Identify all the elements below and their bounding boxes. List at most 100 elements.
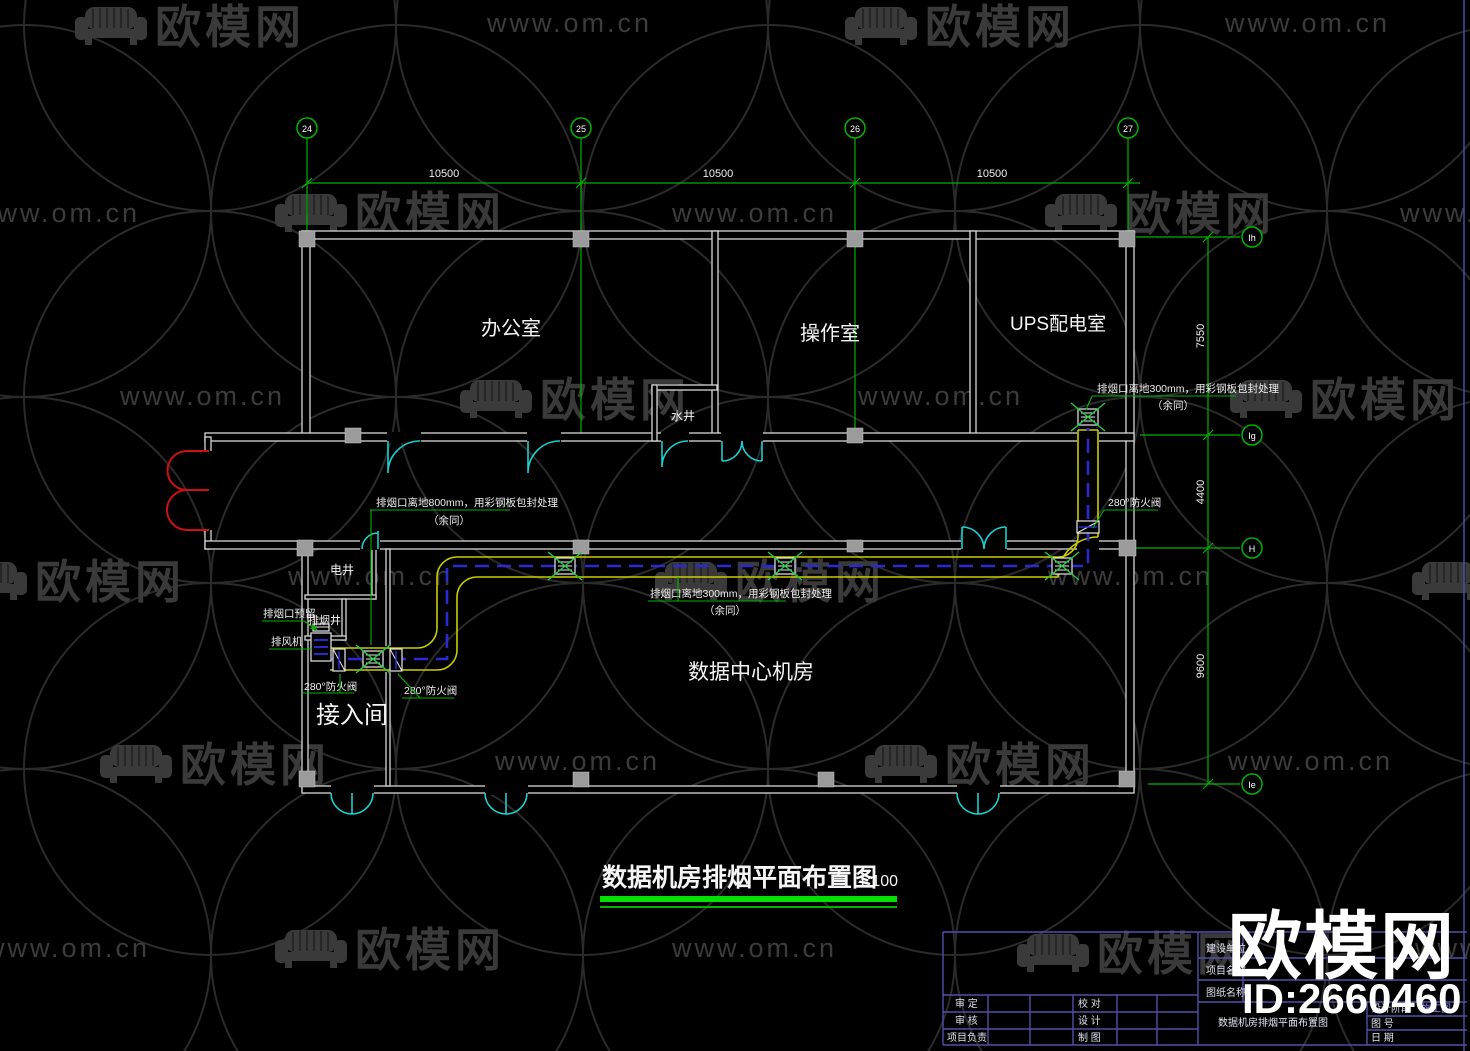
axis-bubble-25 (570, 117, 592, 139)
smoke-exhaust-duct (310, 402, 1106, 674)
axis-bubble-ih (1241, 226, 1263, 248)
svg-text:（余同）: （余同） (1152, 399, 1194, 412)
tb-date: 日 期 (1371, 1032, 1394, 1044)
title-underline-thin (600, 906, 897, 908)
fire-damper (389, 648, 403, 672)
tb-check: 审 核 (955, 1014, 978, 1027)
dim-text: 10500 (703, 168, 734, 180)
tb-draft: 制 图 (1078, 1031, 1101, 1044)
axis-bubble-26 (844, 117, 866, 139)
watermark-url (119, 381, 286, 411)
axis-label: 24 (302, 124, 312, 134)
tb-drawing-title: 数据机房排烟平面布置图 (1218, 1016, 1328, 1029)
room-label-access: 接入间 (316, 702, 388, 729)
room-label-smoke-shaft: 排烟井 (308, 613, 341, 627)
watermark-url (0, 198, 141, 228)
annotation-outlet-reserved: 排烟口预留 (262, 607, 318, 631)
tb-approve: 审 定 (955, 997, 978, 1010)
room-label-elec-shaft: 电井 (330, 563, 354, 577)
svg-text:（余同）: （余同） (428, 514, 470, 527)
annotation-outlet-800: 排烟口离地800mm，用彩钢板包封处理 （余同） (370, 496, 559, 645)
watermark-logo (654, 555, 886, 609)
svg-text:280°防火阀: 280°防火阀 (304, 680, 357, 693)
watermark-logo (1411, 555, 1470, 609)
exhaust-fan (310, 623, 332, 662)
annotation-damper-left2: 280°防火阀 (397, 673, 457, 699)
tb-owner: 建设单位 (1206, 942, 1246, 955)
annotation-outlet-300-center: 排烟口离地300mm，用彩钢板包封处理 （余同） (648, 577, 833, 617)
watermark-logo (0, 555, 186, 609)
watermark-logo (1229, 373, 1461, 427)
axis-label: Ie (1248, 780, 1256, 790)
dim-text: 10500 (429, 168, 460, 180)
smoke-outlet-grille (1070, 402, 1106, 432)
fire-door (166, 450, 209, 531)
tb-stage-label: 设计阶段 (1371, 1002, 1411, 1015)
watermark-circle (210, 768, 584, 1051)
annotations: 排烟口离地800mm，用彩钢板包封处理 （余同） 排烟口离地300mm，用彩钢板… (262, 382, 1280, 699)
axis-bubble-27 (1117, 117, 1139, 139)
dim-ticks (301, 177, 1134, 189)
watermark-url (1224, 8, 1391, 38)
axis-label: H (1249, 544, 1256, 554)
doors (166, 440, 1007, 815)
watermark-url (1227, 746, 1394, 776)
room-label-operation: 操作室 (800, 322, 860, 345)
big-watermark-id: ID:2660460 (1242, 975, 1462, 1022)
dim-text: 7550 (1195, 324, 1207, 348)
axis-bubble-h (1241, 537, 1263, 559)
drawing-title-scale: 1:100 (858, 873, 898, 890)
axis-label: Ih (1248, 233, 1256, 243)
tb-drawing: 图纸名称 (1206, 986, 1246, 999)
tb-project: 项目名称 (1206, 964, 1246, 977)
big-watermark-brand: 欧模网 (1228, 905, 1456, 988)
tb-design: 设 计 (1078, 1014, 1101, 1027)
svg-text:（余同）: （余同） (704, 604, 746, 617)
svg-text:排烟口离地300mm，用彩钢板包封处理: 排烟口离地300mm，用彩钢板包封处理 (650, 587, 833, 600)
tb-sheet-no: 图 号 (1371, 1018, 1394, 1030)
title-block: 审 定 审 核 项目负责 校 对 设 计 制 图 建设单位 项目名称 图纸名称 … (942, 0, 1467, 1051)
drawing-title-text: 数据机房排烟平面布置图 (602, 863, 877, 892)
dim-text: 10500 (977, 168, 1008, 180)
watermark-url (0, 933, 151, 963)
svg-text:280°防火阀: 280°防火阀 (404, 684, 457, 697)
drawing-title: 数据机房排烟平面布置图 1:100 (600, 863, 898, 908)
fire-damper (332, 648, 346, 672)
watermark-logo (844, 0, 1076, 54)
axis-bubble-ie (1241, 773, 1263, 795)
annotation-damper-right: 280°防火阀 (1092, 496, 1161, 529)
watermark-circle (1326, 773, 1470, 1051)
watermark-logo (864, 738, 1096, 792)
grid-axes: 24 25 26 27 10500 10500 10500 Ih Ig H Ie… (296, 117, 1263, 795)
room-label-water-shaft: 水井 (671, 409, 695, 423)
axis-label: 27 (1123, 124, 1133, 134)
axis-bubble-ig (1241, 424, 1263, 446)
big-watermark: 欧模网 ID:2660460 (1228, 905, 1462, 1022)
watermark-circle (0, 768, 212, 1051)
watermark-url (486, 8, 653, 38)
background-watermarks (0, 0, 1470, 981)
dim-text: 4400 (1195, 480, 1207, 504)
watermark-circle (582, 768, 956, 1051)
svg-text:排烟口预留: 排烟口预留 (263, 607, 316, 620)
axis-bubble-24 (296, 117, 318, 139)
dim-text: 9600 (1195, 654, 1207, 678)
axis-label: 26 (850, 124, 860, 134)
svg-text:280°防火阀: 280°防火阀 (1108, 496, 1161, 509)
annotation-damper-left1: 280°防火阀 (302, 674, 357, 694)
room-labels: 办公室 操作室 UPS配电室 水井 电井 排烟井 接入间 数据中心机房 (308, 313, 1106, 729)
title-underline (600, 896, 897, 902)
axis-label: 25 (576, 124, 586, 134)
watermark-logo (99, 738, 331, 792)
svg-text:排烟口离地300mm，用彩钢板包封处理: 排烟口离地300mm，用彩钢板包封处理 (1097, 382, 1280, 395)
watermark-logo (274, 923, 506, 977)
watermark-url (671, 933, 838, 963)
watermark-url (857, 381, 1024, 411)
axis-label: Ig (1248, 431, 1256, 441)
room-label-ups: UPS配电室 (1010, 313, 1106, 335)
annotation-outlet-300-right: 排烟口离地300mm，用彩钢板包封处理 （余同） (1085, 382, 1280, 412)
tb-lead: 项目负责 (947, 1031, 987, 1044)
